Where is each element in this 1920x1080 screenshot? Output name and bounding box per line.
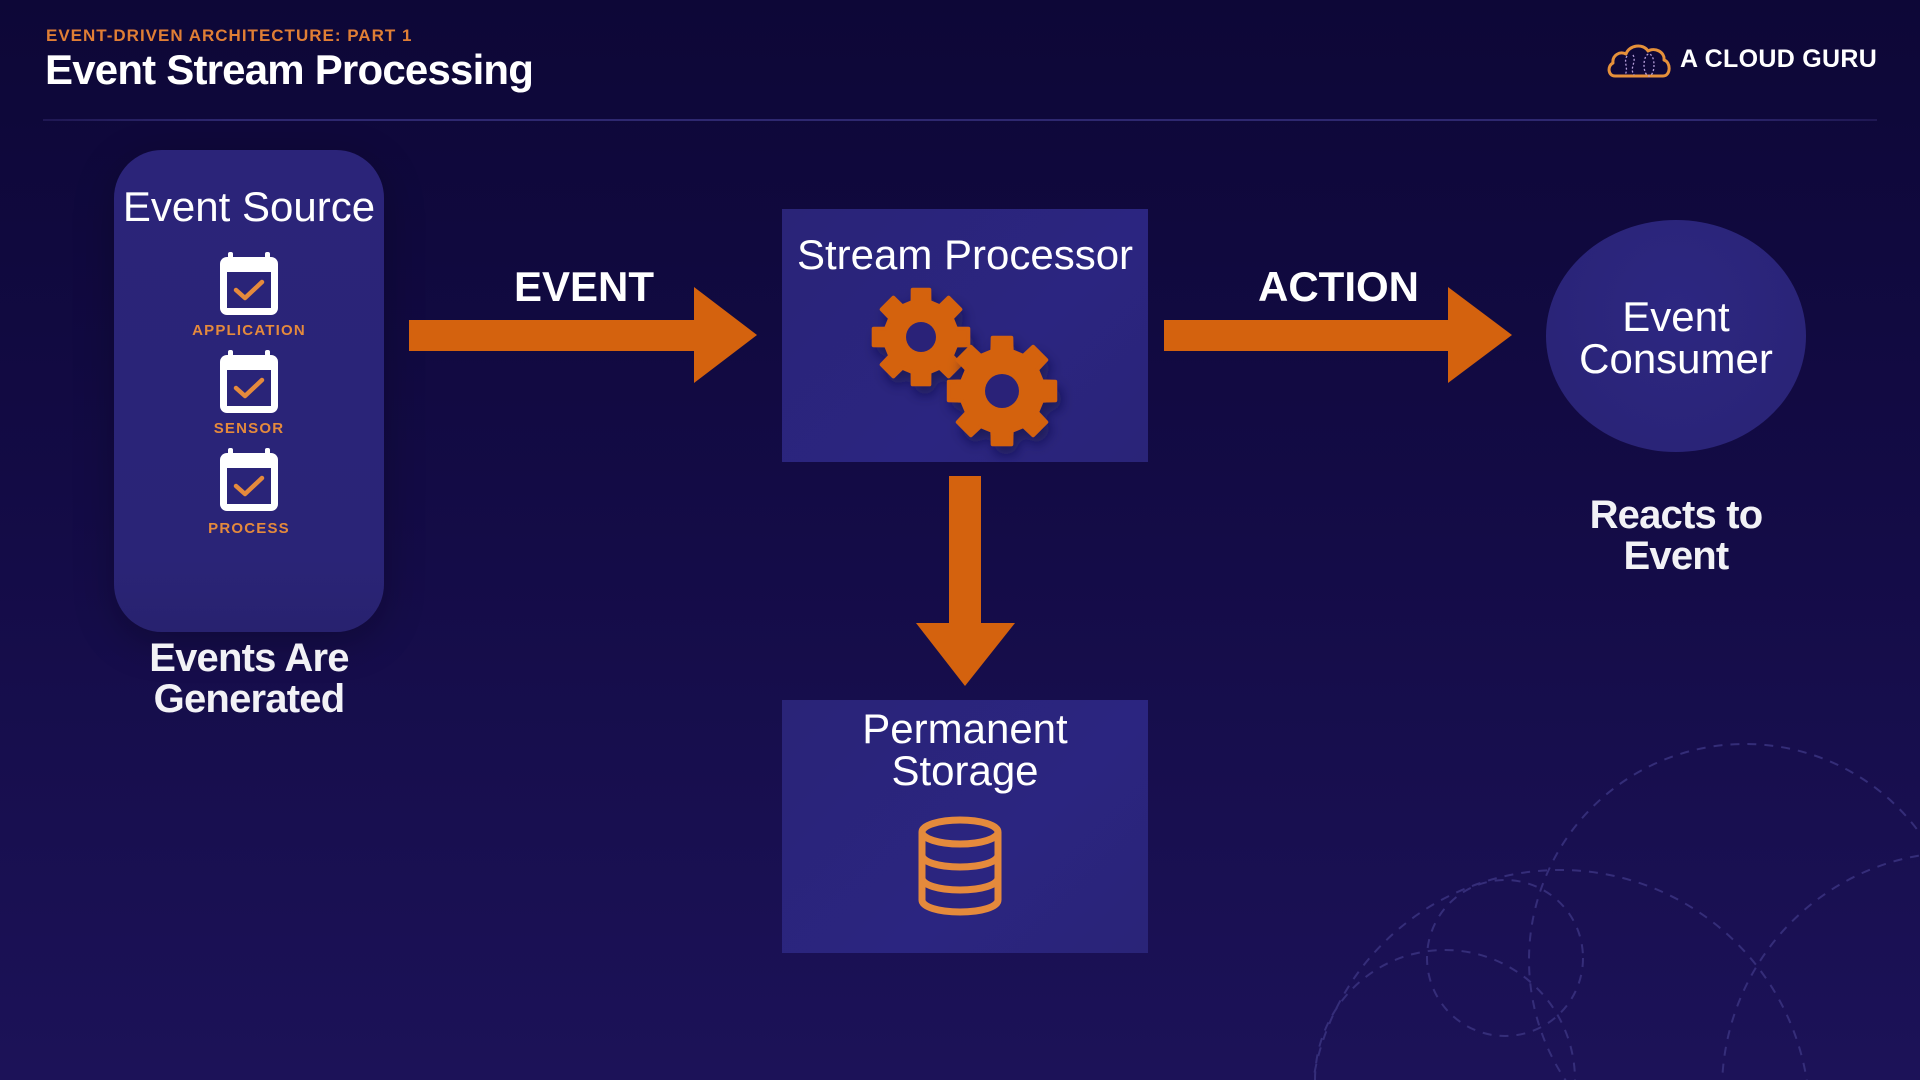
calendar-check-icon xyxy=(220,252,278,315)
brand-name: A CLOUD GURU xyxy=(1680,45,1878,73)
section-subtitle: EVENT-DRIVEN ARCHITECTURE: PART 1 xyxy=(46,26,413,45)
storage-title-line1: Permanent xyxy=(862,705,1068,752)
source-caption-line2: Generated xyxy=(153,677,345,721)
gears-icon xyxy=(871,287,1058,447)
action-arrow xyxy=(1164,287,1512,383)
consumer-caption-line1: Reacts to xyxy=(1589,493,1764,537)
storage-arrow xyxy=(916,476,1015,686)
event-consumer-node xyxy=(1546,220,1806,452)
decor-circle xyxy=(1528,743,1920,1080)
decor-circle xyxy=(1721,854,1920,1080)
consumer-caption-line2: Event xyxy=(1623,534,1730,578)
page-title: Event Stream Processing xyxy=(45,46,534,93)
consumer-caption: Reacts to Event xyxy=(1536,495,1816,577)
storage-title-line2: Storage xyxy=(891,747,1039,794)
source-item-label: SENSOR xyxy=(213,420,285,437)
source-item-label: PROCESS xyxy=(208,520,290,537)
decor-circle xyxy=(1426,879,1584,1037)
source-caption: Events Are Generated xyxy=(104,638,394,720)
event-consumer-title: Event Consumer xyxy=(1546,296,1806,380)
gear-hole xyxy=(985,374,1019,408)
source-caption-line1: Events Are xyxy=(149,636,349,680)
event-arrow-label: EVENT xyxy=(514,263,655,310)
action-arrow-label: ACTION xyxy=(1258,263,1419,310)
gear-large-icon xyxy=(946,335,1058,447)
calendar-check-icon xyxy=(220,448,278,511)
decor-circle xyxy=(1314,949,1576,1080)
cloud-logo-icon xyxy=(1607,44,1671,78)
consumer-title-line2: Consumer xyxy=(1579,335,1773,382)
consumer-title-line1: Event xyxy=(1622,293,1730,340)
permanent-storage-title: Permanent Storage xyxy=(782,708,1148,792)
event-arrow xyxy=(409,287,757,383)
database-icon xyxy=(918,816,1002,916)
event-source-title: Event Source xyxy=(122,183,376,230)
source-item-label: APPLICATION xyxy=(192,322,306,339)
stream-processor-title: Stream Processor xyxy=(796,231,1134,278)
header-divider xyxy=(43,119,1877,121)
gear-small-icon xyxy=(871,287,971,387)
calendar-check-icon xyxy=(220,350,278,413)
gear-hole xyxy=(906,322,936,352)
decor-circle xyxy=(1312,869,1808,1080)
